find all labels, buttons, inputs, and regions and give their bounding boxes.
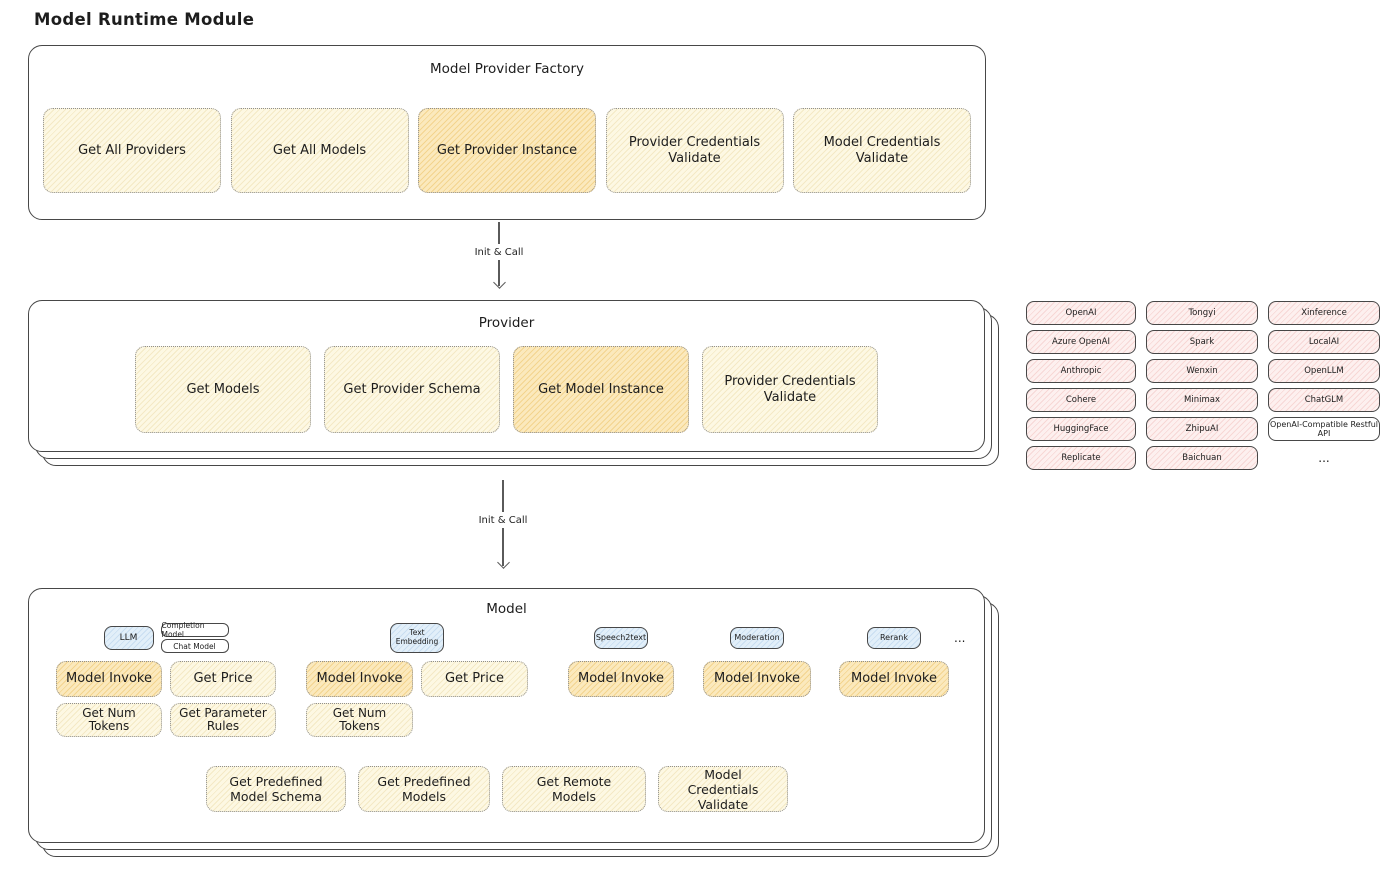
node-model-invoke-s2t: Model Invoke	[568, 661, 674, 697]
provider-title: Provider	[478, 315, 535, 331]
node-model-credentials-validate-bottom: Model Credentials Validate	[658, 766, 788, 812]
chip-zhipuai: ZhipuAI	[1146, 417, 1258, 441]
node-get-price-te: Get Price	[421, 661, 528, 697]
provider-grid: OpenAI Tongyi Xinference Azure OpenAI Sp…	[1026, 301, 1380, 470]
chip-spark: Spark	[1146, 330, 1258, 354]
arrow-line	[502, 480, 504, 512]
arrow-down-icon	[496, 556, 510, 569]
chip-anthropic: Anthropic	[1026, 359, 1136, 383]
chip-replicate: Replicate	[1026, 446, 1136, 470]
subtab-completion-model: Completion Model	[160, 621, 229, 639]
node-get-num-tokens-te: Get Num Tokens	[306, 703, 413, 737]
provider-section: Provider Get Models Get Provider Schema …	[28, 300, 999, 466]
chip-huggingface: HuggingFace	[1026, 417, 1136, 441]
chip-minimax: Minimax	[1146, 388, 1258, 412]
model-title: Model	[486, 601, 527, 617]
chip-baichuan: Baichuan	[1146, 446, 1258, 470]
tab-moderation: Moderation	[730, 627, 784, 649]
arrow-down-icon	[492, 276, 506, 289]
chip-xinference: Xinference	[1268, 301, 1380, 325]
arrow-line	[498, 260, 500, 286]
group-speech2text: Speech2text Model Invoke	[568, 623, 674, 697]
factory-row: Get All Providers Get All Models Get Pro…	[43, 108, 971, 193]
node-get-predefined-models: Get Predefined Models	[358, 766, 490, 812]
group-text-embedding: Text Embedding Model Invoke Get Price Ge…	[306, 623, 528, 737]
arrow-label: Init & Call	[474, 247, 524, 258]
node-get-remote-models: Get Remote Models	[502, 766, 646, 812]
chip-more: ...	[1318, 451, 1330, 465]
node-model-invoke-te: Model Invoke	[306, 661, 413, 697]
chip-tongyi: Tongyi	[1146, 301, 1258, 325]
provider-row: Get Models Get Provider Schema Get Model…	[29, 346, 984, 433]
node-model-credentials-validate: Model Credentials Validate	[793, 108, 971, 193]
node-get-provider-instance: Get Provider Instance	[418, 108, 596, 193]
node-provider-credentials-validate: Provider Credentials Validate	[605, 108, 784, 193]
node-get-price-llm: Get Price	[170, 661, 276, 697]
group-rerank: Rerank Model Invoke	[839, 623, 949, 697]
tab-speech2text: Speech2text	[594, 627, 648, 649]
arrow-init-call-1: Init & Call	[459, 222, 539, 289]
chip-cohere: Cohere	[1026, 388, 1136, 412]
node-model-invoke-llm: Model Invoke	[56, 661, 162, 697]
node-get-models: Get Models	[135, 346, 311, 433]
factory-section: Model Provider Factory Get All Providers…	[28, 45, 986, 220]
subtab-chat-model: Chat Model	[160, 639, 229, 653]
node-get-all-models: Get All Models	[230, 108, 409, 193]
tab-text-embedding: Text Embedding	[390, 623, 444, 653]
group-moderation: Moderation Model Invoke	[703, 623, 811, 697]
node-model-invoke-moderation: Model Invoke	[703, 661, 811, 697]
node-get-model-instance: Get Model Instance	[513, 346, 689, 433]
page-title: Model Runtime Module	[34, 10, 255, 29]
arrow-line	[498, 222, 500, 244]
tabs-more-ellipsis: ...	[954, 631, 966, 645]
tab-llm: LLM	[103, 626, 154, 650]
node-get-parameter-rules: Get Parameter Rules	[170, 703, 276, 737]
llm-subtabs: Completion Model Chat Model	[160, 621, 229, 653]
node-get-provider-schema: Get Provider Schema	[324, 346, 500, 433]
factory-title: Model Provider Factory	[429, 61, 584, 77]
arrow-init-call-2: Init & Call	[463, 480, 543, 569]
provider-card: Provider Get Models Get Provider Schema …	[28, 300, 985, 452]
arrow-label: Init & Call	[478, 515, 528, 526]
model-section: Model LLM Completion Model Chat Model Mo…	[28, 588, 999, 857]
chip-chatglm: ChatGLM	[1268, 388, 1380, 412]
node-model-invoke-rerank: Model Invoke	[839, 661, 949, 697]
model-bottom-row: Get Predefined Model Schema Get Predefin…	[206, 766, 788, 812]
chip-openllm: OpenLLM	[1268, 359, 1380, 383]
chip-openai: OpenAI	[1026, 301, 1136, 325]
chip-azure-openai: Azure OpenAI	[1026, 330, 1136, 354]
node-provider-credentials-validate-2: Provider Credentials Validate	[702, 346, 878, 433]
node-get-predefined-model-schema: Get Predefined Model Schema	[206, 766, 346, 812]
model-card: Model LLM Completion Model Chat Model Mo…	[28, 588, 985, 843]
chip-wenxin: Wenxin	[1146, 359, 1258, 383]
group-llm: LLM Completion Model Chat Model Model In…	[56, 621, 276, 737]
node-get-num-tokens-llm: Get Num Tokens	[56, 703, 162, 737]
chip-openai-compatible: OpenAI-Compatible Restful API	[1268, 417, 1380, 441]
arrow-line	[502, 528, 504, 566]
chip-localai: LocalAI	[1268, 330, 1380, 354]
tab-rerank: Rerank	[867, 627, 921, 649]
node-get-all-providers: Get All Providers	[43, 108, 221, 193]
